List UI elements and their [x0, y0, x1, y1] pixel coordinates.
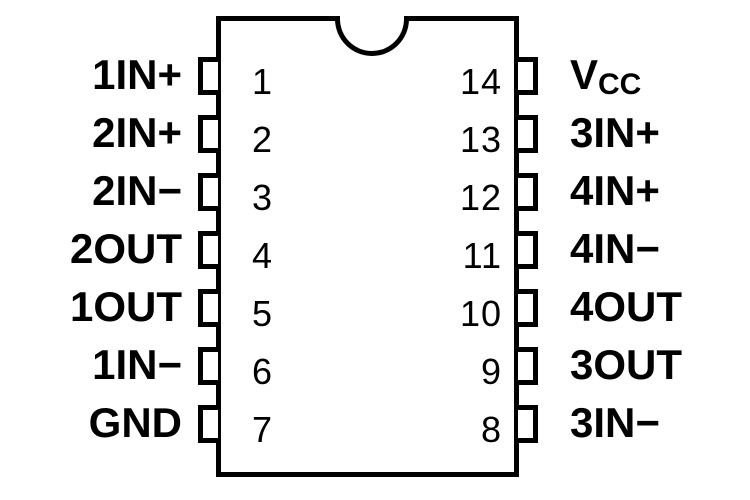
pin-1-lead — [198, 57, 218, 95]
pin-number: 4 — [252, 235, 274, 276]
pin-number: 6 — [252, 351, 274, 392]
pin-5-lead — [198, 289, 218, 327]
pin-label: 2OUT — [69, 225, 182, 272]
pin-label: GND — [88, 399, 182, 446]
pin-label: 1IN− — [92, 341, 182, 388]
pin-2-lead — [198, 115, 218, 153]
pin-number: 7 — [252, 409, 274, 450]
pin-number: 9 — [480, 351, 502, 392]
vcc-subscript: CC — [598, 68, 642, 101]
vcc-main: V — [570, 51, 599, 98]
pin-label: 4OUT — [570, 283, 683, 330]
pin-number: 14 — [459, 61, 502, 102]
pin-number: 8 — [480, 409, 502, 450]
pin-number: 11 — [462, 235, 502, 276]
pin-label: 4IN+ — [570, 167, 660, 214]
pin-11-lead — [518, 231, 538, 269]
pin-label: 4IN− — [570, 225, 660, 272]
pin-4-lead — [198, 231, 218, 269]
pin-number: 1 — [252, 61, 274, 102]
pin-6-lead — [198, 347, 218, 385]
pin-label: 2IN− — [92, 167, 182, 214]
pin-number: 2 — [252, 119, 274, 160]
pin-label: 3IN+ — [570, 109, 660, 156]
pin-number: 3 — [252, 177, 274, 218]
pin-number: 13 — [459, 119, 502, 160]
pin-14-lead — [518, 57, 538, 95]
pin-8-lead — [518, 405, 538, 443]
pin-3-lead — [198, 173, 218, 211]
pin-number: 12 — [459, 177, 502, 218]
pin-label: 1OUT — [69, 283, 182, 330]
ic-package-body — [216, 16, 519, 477]
pin-12-lead — [518, 173, 538, 211]
pin-13-lead — [518, 115, 538, 153]
pin-label: 1IN+ — [92, 51, 182, 98]
pin-label: 3IN− — [570, 399, 660, 446]
pin-number: 5 — [252, 293, 274, 334]
pin-number: 10 — [459, 293, 502, 334]
pin-10-lead — [518, 289, 538, 327]
pin-9-lead — [518, 347, 538, 385]
pin-7-lead — [198, 405, 218, 443]
pin-label: 2IN+ — [92, 109, 182, 156]
pin-label: 3OUT — [570, 341, 683, 388]
